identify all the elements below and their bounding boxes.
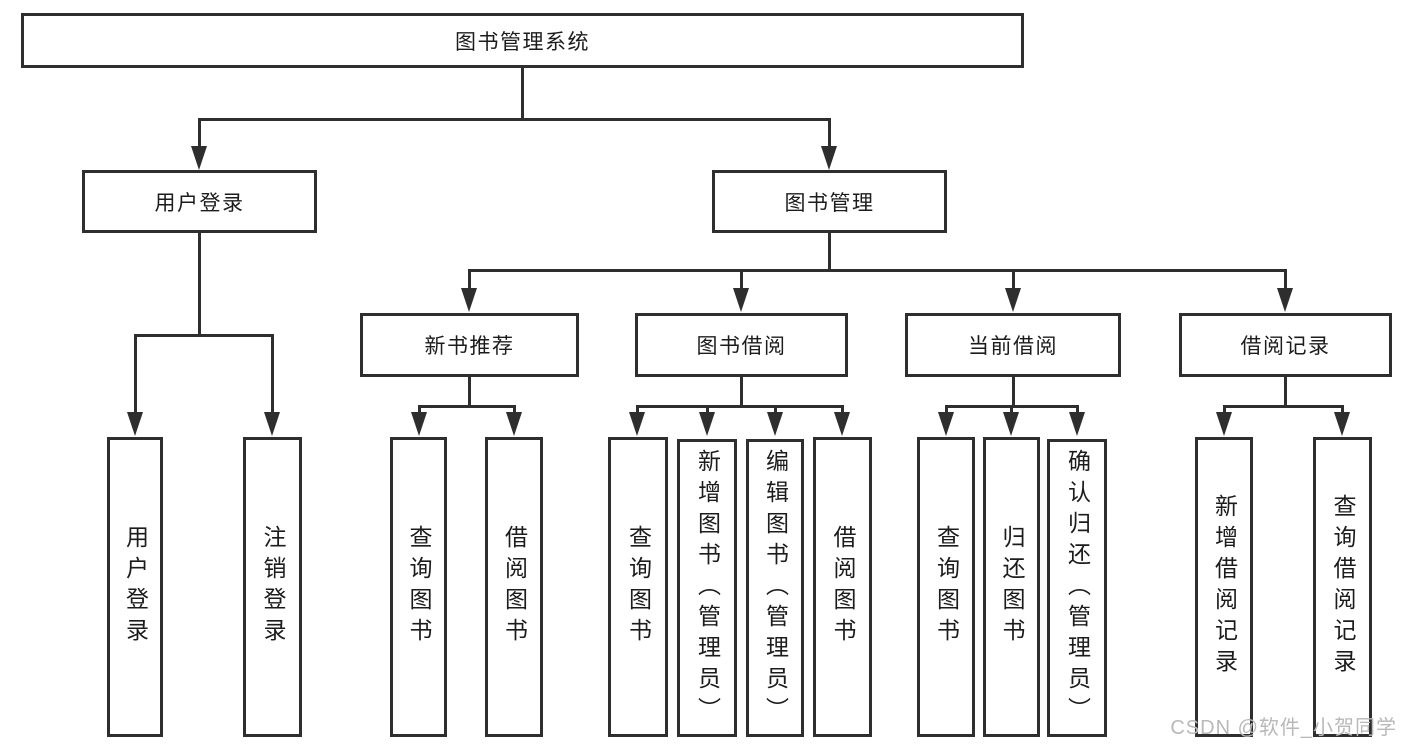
node-book-mgmt: 图书管理 xyxy=(712,170,947,233)
node-leaf-borrow-book-2: 借阅图书 xyxy=(813,437,872,737)
node-leaf-query-book-1: 查询图书 xyxy=(390,437,447,737)
connector-line xyxy=(705,406,709,413)
connector-line xyxy=(773,406,777,413)
node-leaf-add-book: 新增图书（管理员） xyxy=(677,439,737,737)
connector-line xyxy=(133,333,274,337)
arrowhead-down-icon xyxy=(938,412,954,436)
connector-line xyxy=(739,377,743,408)
connector-line xyxy=(739,270,743,289)
node-leaf-query-book-2: 查询图书 xyxy=(608,437,668,737)
node-book-borrow: 图书借阅 xyxy=(635,313,848,377)
connector-line xyxy=(944,406,948,413)
connector-line xyxy=(197,233,201,337)
connector-line xyxy=(197,117,831,121)
arrowhead-down-icon xyxy=(629,412,645,436)
connector-line xyxy=(827,119,831,147)
arrowhead-down-icon xyxy=(1003,412,1019,436)
csdn-watermark: CSDN @软件_小贺同学 xyxy=(1170,717,1397,739)
arrowhead-down-icon xyxy=(506,412,522,436)
arrowhead-down-icon xyxy=(191,146,207,170)
node-user-login: 用户登录 xyxy=(82,170,317,233)
connector-line xyxy=(133,335,137,413)
arrowhead-down-icon xyxy=(1277,288,1293,312)
node-leaf-logout: 注销登录 xyxy=(243,437,302,737)
arrowhead-down-icon xyxy=(767,412,783,436)
connector-line xyxy=(512,406,516,413)
arrowhead-down-icon xyxy=(834,412,850,436)
arrowhead-down-icon xyxy=(127,412,143,436)
node-new-book-rec: 新书推荐 xyxy=(360,313,579,377)
arrowhead-down-icon xyxy=(1005,288,1021,312)
node-leaf-query-book-3: 查询图书 xyxy=(917,437,975,737)
connector-line xyxy=(1011,377,1015,408)
connector-line xyxy=(270,335,274,413)
arrowhead-down-icon xyxy=(821,146,837,170)
arrowhead-down-icon xyxy=(411,412,427,436)
arrowhead-down-icon xyxy=(461,288,477,312)
connector-line xyxy=(1283,270,1287,289)
arrowhead-down-icon xyxy=(264,412,280,436)
connector-line xyxy=(417,404,516,408)
connector-line xyxy=(1222,406,1226,413)
connector-line xyxy=(467,377,471,408)
arrowhead-down-icon xyxy=(733,288,749,312)
connector-line xyxy=(197,119,201,147)
node-current-borrow: 当前借阅 xyxy=(905,313,1121,377)
node-borrow-records: 借阅记录 xyxy=(1179,313,1392,377)
connector-line xyxy=(840,406,844,413)
arrowhead-down-icon xyxy=(1069,412,1085,436)
connector-line xyxy=(520,68,524,121)
node-leaf-edit-book: 编辑图书（管理员） xyxy=(746,439,804,737)
node-leaf-add-record: 新增借阅记录 xyxy=(1195,437,1253,737)
connector-line xyxy=(827,233,831,272)
node-leaf-return-book: 归还图书 xyxy=(983,437,1040,737)
connector-line xyxy=(1283,377,1287,408)
node-leaf-borrow-book-1: 借阅图书 xyxy=(485,437,543,737)
connector-line xyxy=(1009,406,1013,413)
connector-line xyxy=(635,406,639,413)
connector-line xyxy=(467,270,471,289)
connector-line xyxy=(1340,406,1344,413)
node-leaf-confirm-return: 确认归还（管理员） xyxy=(1047,439,1107,737)
connector-line xyxy=(635,404,844,408)
connector-line xyxy=(467,268,1287,272)
connector-line xyxy=(1222,404,1344,408)
arrowhead-down-icon xyxy=(1334,412,1350,436)
node-system: 图书管理系统 xyxy=(21,13,1024,68)
connector-line xyxy=(417,406,421,413)
connector-line xyxy=(1075,406,1079,413)
node-leaf-user-login: 用户登录 xyxy=(107,437,163,737)
arrowhead-down-icon xyxy=(1216,412,1232,436)
arrowhead-down-icon xyxy=(699,412,715,436)
node-leaf-query-record: 查询借阅记录 xyxy=(1313,437,1372,737)
connector-line xyxy=(1011,270,1015,289)
